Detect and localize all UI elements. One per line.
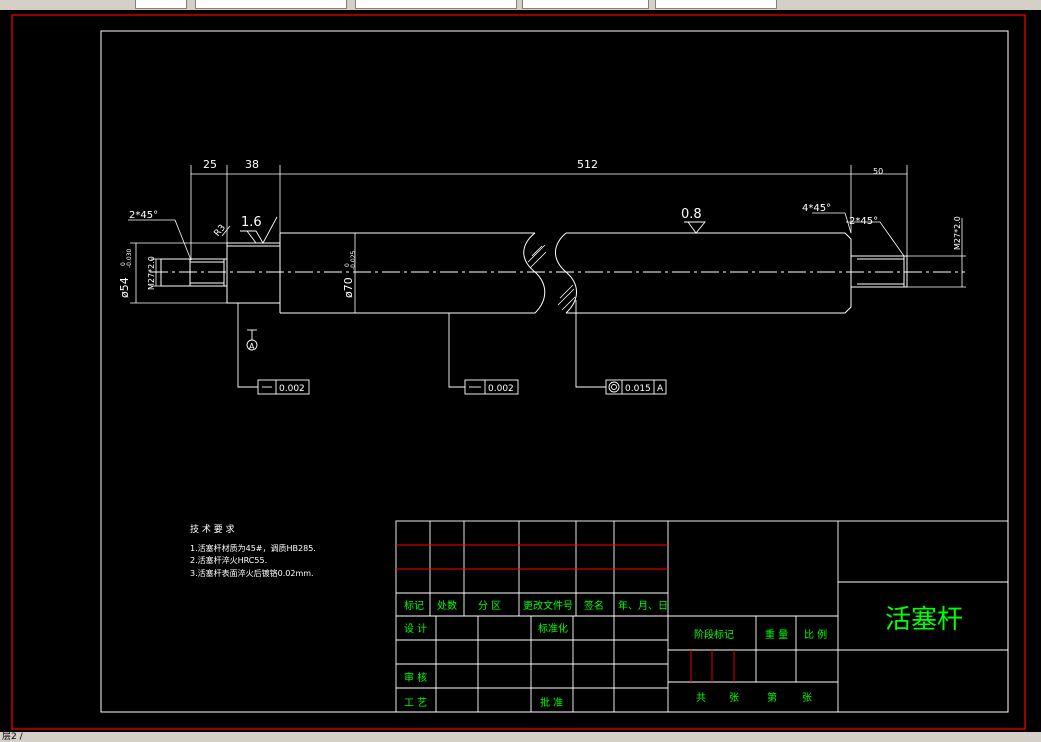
chamfer-right-label-2: 2*45° <box>849 216 878 227</box>
dia70-tol-top: 0 <box>344 263 351 267</box>
status-bar: 层2 / <box>0 732 1041 742</box>
break-hatching <box>527 244 576 311</box>
drawing-svg: 25 38 512 50 2*45° 4*45° 2*45° R3 ø54 0 … <box>11 14 1026 730</box>
title-block-texts: 标记 处数 分 区 更改文件号 签名 年、月、日 设 计 标准化 审 核 工 艺… <box>404 599 963 709</box>
chamfer-right-label-1: 4*45° <box>802 203 831 214</box>
dimension-texts: 25 38 512 50 2*45° 4*45° 2*45° R3 ø54 0 … <box>118 158 962 298</box>
dim-512: 512 <box>577 158 598 171</box>
tolerance-2-value: 0.002 <box>488 384 514 394</box>
label-zone: 分 区 <box>478 600 501 612</box>
break-left <box>523 232 546 314</box>
roughness-mid: 0.8 <box>681 207 702 222</box>
label-count: 处数 <box>437 599 457 612</box>
tech-notes-title: 技 术 要 求 <box>190 523 235 535</box>
break-right <box>555 232 577 314</box>
thread-left-label: M27*2.0 <box>147 256 156 290</box>
label-review: 审 核 <box>404 671 427 684</box>
tech-notes: 技 术 要 求 1.活塞杆材质为45#，调质HB285. 2.活塞杆淬火HRC5… <box>190 523 316 578</box>
sheet-border <box>11 14 1026 730</box>
label-process: 工 艺 <box>404 697 427 709</box>
tolerance-3-datum: A <box>657 384 664 394</box>
tolerance-3-value: 0.015 <box>625 384 651 394</box>
right-thread-end <box>850 255 908 288</box>
thread-right-label: M27*2.0 <box>953 216 962 250</box>
drawing-canvas[interactable]: 25 38 512 50 2*45° 4*45° 2*45° R3 ø54 0 … <box>0 10 1041 732</box>
rod-right <box>566 232 852 314</box>
label-signature: 签名 <box>584 599 604 612</box>
color-dropdown[interactable] <box>355 0 517 9</box>
tech-note-2: 2.活塞杆淬火HRC55. <box>190 555 267 565</box>
dia54-label: ø54 <box>118 277 131 298</box>
dim-25: 25 <box>203 158 217 171</box>
dim-38: 38 <box>245 158 259 171</box>
tech-note-1: 1.活塞杆材质为45#，调质HB285. <box>190 543 316 553</box>
datum-label: A <box>249 342 255 351</box>
label-approve: 批 准 <box>540 696 563 709</box>
layer-icons[interactable] <box>135 0 187 9</box>
tolerance-leaders <box>237 300 606 388</box>
dia70-label: ø70 <box>342 277 355 298</box>
tolerance-frames <box>257 379 667 395</box>
datum-symbol <box>246 329 258 351</box>
label-scale: 比 例 <box>804 628 827 641</box>
left-thread-detail <box>189 258 225 287</box>
label-weight: 重 量 <box>765 628 788 641</box>
label-sheet-unit: 张 <box>802 692 812 704</box>
title-block-grid <box>395 520 1009 713</box>
label-standardize: 标准化 <box>538 622 568 635</box>
layer-dropdown[interactable] <box>195 0 347 9</box>
label-change-doc: 更改文件号 <box>523 599 573 612</box>
label-mark: 标记 <box>404 600 424 612</box>
part-name: 活塞杆 <box>885 605 963 635</box>
label-stage-mark: 阶段标记 <box>694 628 734 641</box>
tech-note-3: 3.活塞杆表面淬火后镀铬0.02mm. <box>190 568 314 578</box>
dia54-tol-bottom: -0.030 <box>126 248 133 268</box>
lineweight-dropdown[interactable] <box>655 0 777 9</box>
roughness-symbols <box>240 216 706 244</box>
chamfer-left-label: 2*45° <box>129 210 158 221</box>
linetype-dropdown[interactable] <box>522 0 649 9</box>
dia54-tol-top: 0 <box>120 262 127 266</box>
dimension-lines <box>128 165 966 313</box>
label-sheets-unit: 张 <box>729 692 739 704</box>
radius-label: R3 <box>213 223 228 239</box>
label-design: 设 计 <box>404 622 427 635</box>
part-outline <box>150 232 965 314</box>
tolerance-1-value: 0.002 <box>279 384 305 394</box>
dim-50: 50 <box>873 167 883 176</box>
title-block-red-rules <box>396 544 735 682</box>
roughness-left: 1.6 <box>241 215 262 230</box>
label-date: 年、月、日 <box>618 599 668 612</box>
dia70-tol-bottom: -0.025 <box>350 250 357 270</box>
label-total: 共 <box>696 692 706 704</box>
label-sheet-no: 第 <box>767 691 777 704</box>
left-shoulder <box>226 242 281 304</box>
